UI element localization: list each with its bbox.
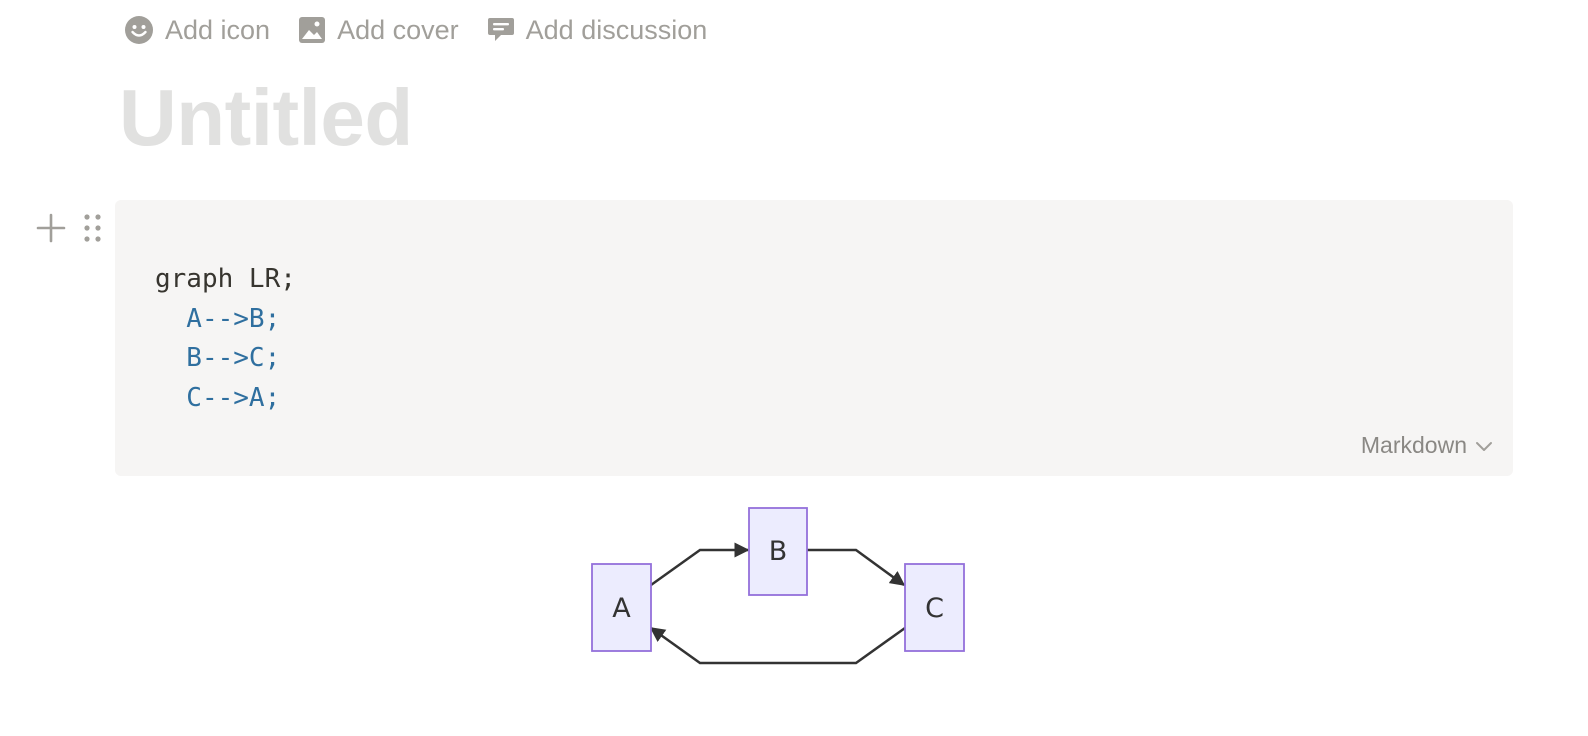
- language-label: Markdown: [1360, 432, 1467, 458]
- chevron-down-icon: [1475, 432, 1493, 459]
- mermaid-diagram: A B C: [591, 507, 965, 665]
- add-discussion-label: Add discussion: [525, 14, 708, 45]
- add-cover-button[interactable]: Add cover: [298, 15, 459, 46]
- add-discussion-button[interactable]: Add discussion: [487, 14, 708, 46]
- edge-a-to-b: [650, 542, 750, 587]
- comment-icon: [487, 16, 515, 44]
- code-line: graph LR;: [155, 264, 296, 294]
- code-block[interactable]: graph LR; A-->B; B-->C; C-->A; Markdown: [115, 200, 1513, 476]
- image-icon: [298, 16, 326, 44]
- add-cover-label: Add cover: [337, 14, 459, 45]
- code-line: A-->B;: [155, 303, 281, 334]
- add-icon-label: Add icon: [165, 14, 271, 45]
- add-block-button[interactable]: [34, 211, 68, 245]
- diagram-node-c: C: [904, 563, 965, 652]
- edge-b-to-c: [807, 548, 906, 587]
- node-label: B: [769, 536, 788, 567]
- smiley-icon: [124, 15, 154, 45]
- node-label: A: [612, 593, 631, 624]
- page-actions: Add icon Add cover Add discussion: [124, 12, 707, 48]
- language-selector[interactable]: Markdown: [1361, 432, 1493, 459]
- page-title[interactable]: Untitled: [119, 73, 413, 162]
- plus-icon: [34, 213, 68, 249]
- node-label: C: [925, 593, 944, 624]
- block-drag-handle[interactable]: [82, 211, 104, 245]
- edge-c-to-a: [649, 626, 906, 665]
- diagram-node-a: A: [591, 563, 652, 652]
- diagram-node-b: B: [748, 507, 808, 596]
- add-icon-button[interactable]: Add icon: [124, 15, 270, 46]
- drag-handle-icon: [82, 214, 104, 249]
- code-line: B-->C;: [155, 343, 281, 373]
- code-line: C-->A;: [155, 382, 281, 413]
- code-content[interactable]: graph LR; A-->B; B-->C; C-->A;: [155, 260, 296, 418]
